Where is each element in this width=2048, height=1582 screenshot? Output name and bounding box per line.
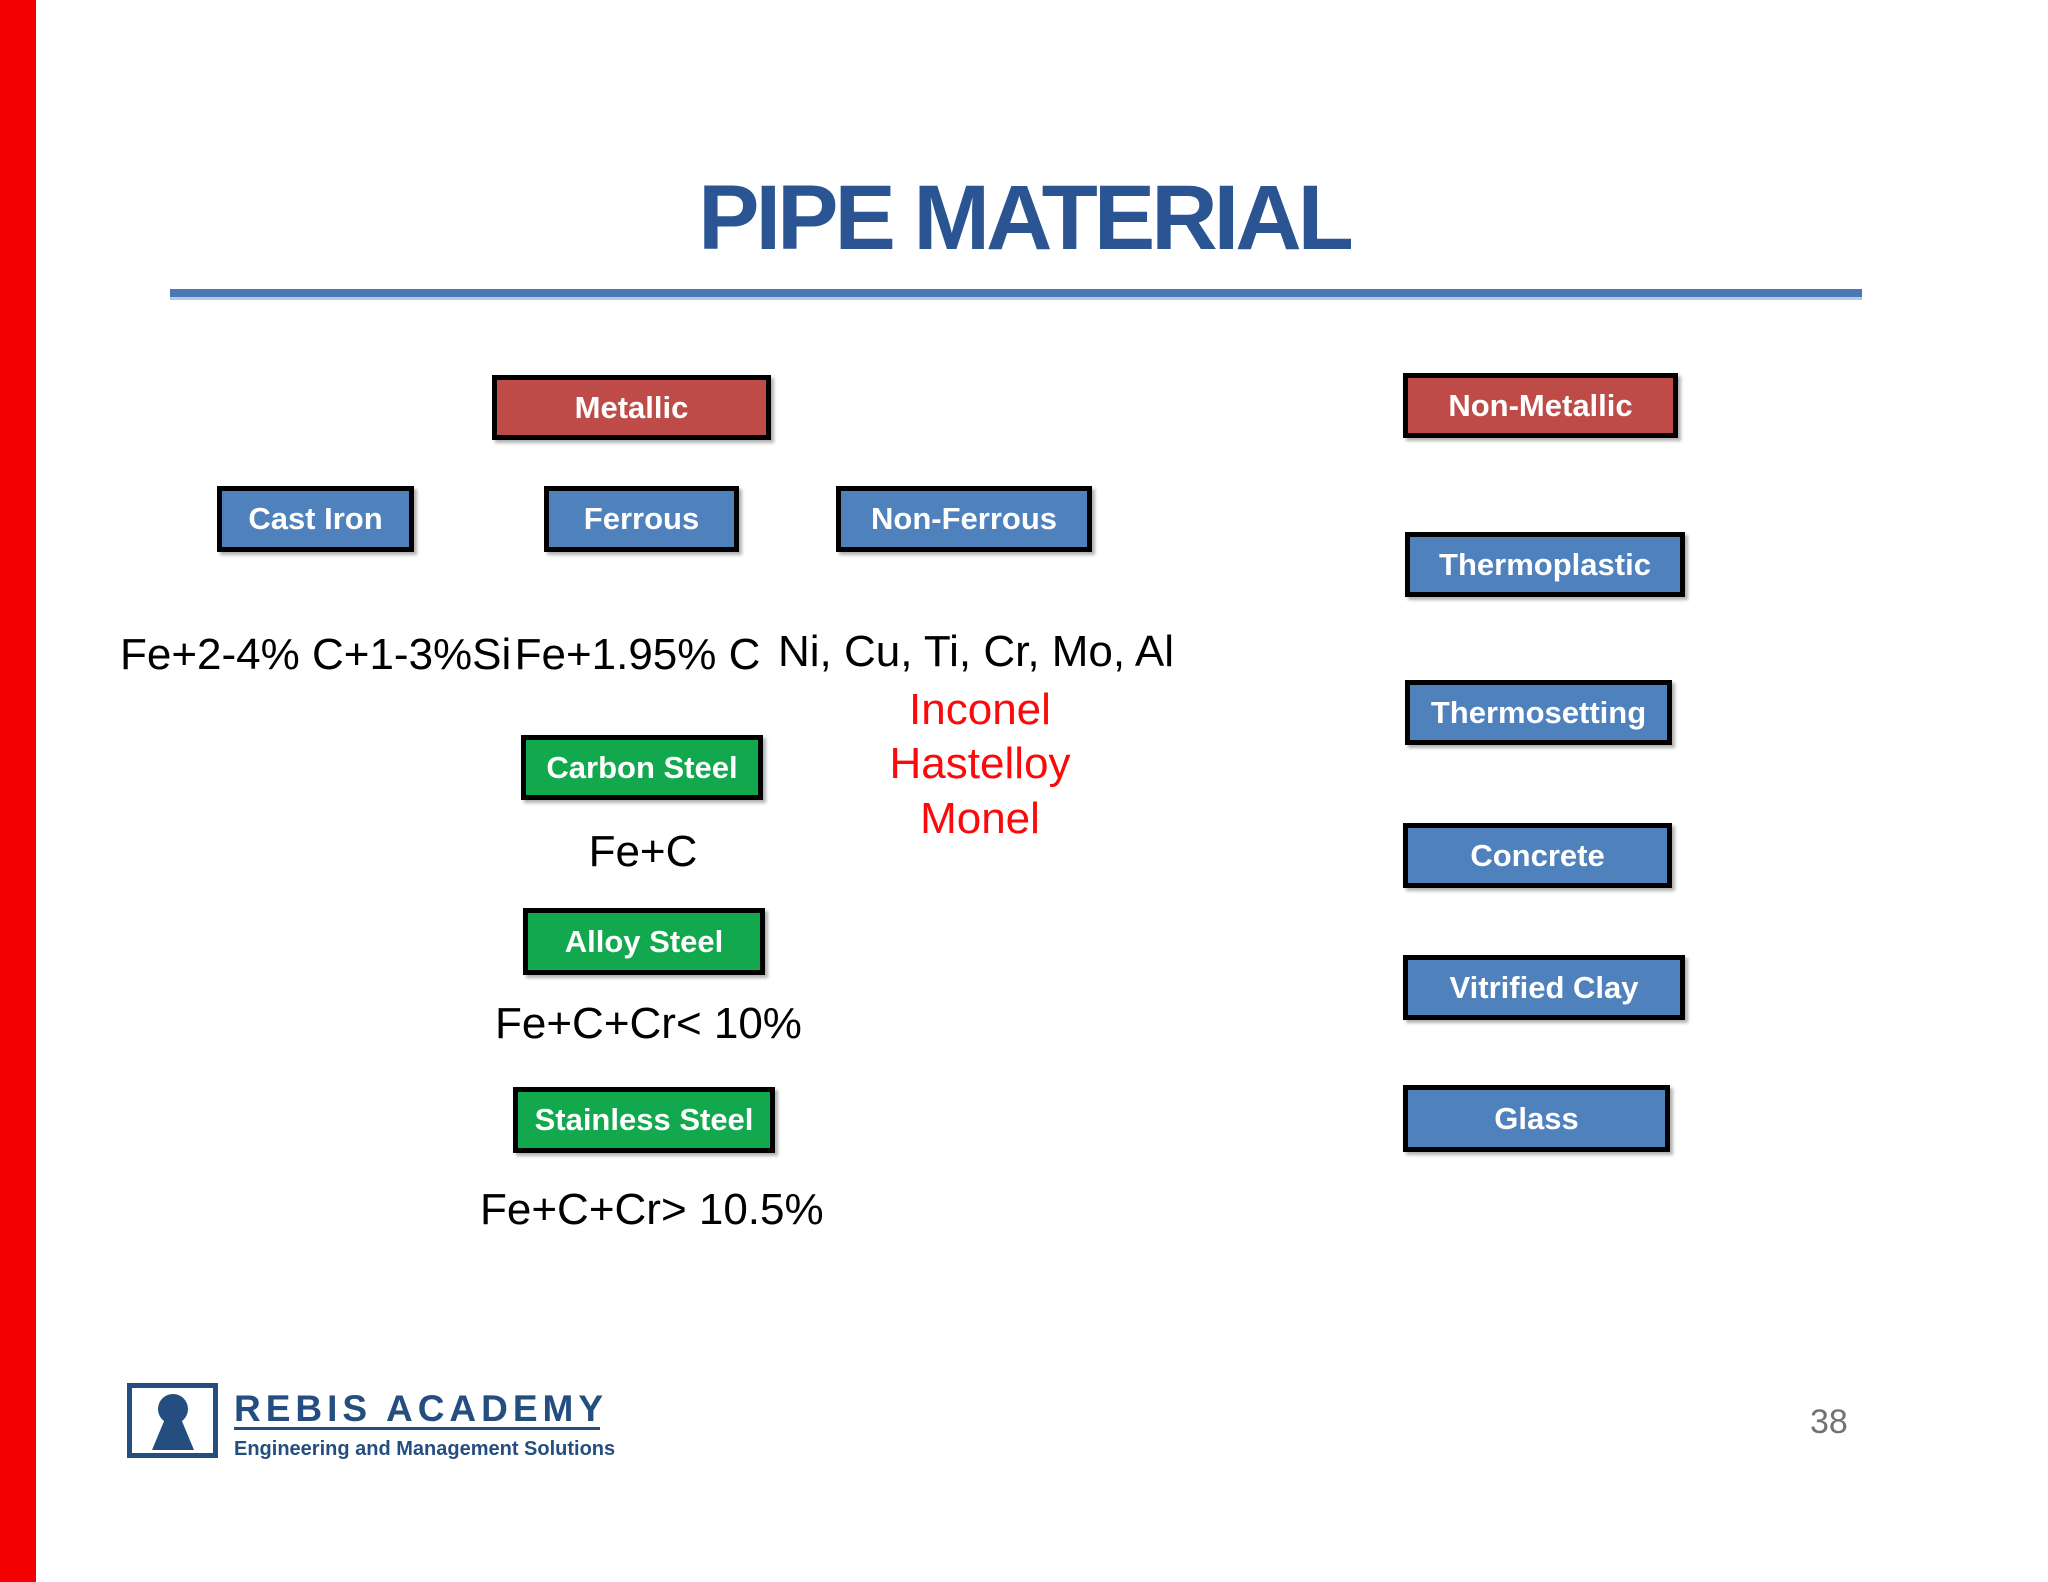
box-metallic: Metallic: [492, 375, 771, 440]
brand-name: REBIS ACADEMY: [234, 1388, 609, 1429]
alloy-steel-formula: Fe+C+Cr< 10%: [495, 999, 802, 1048]
carbon-steel-formula: Fe+C: [588, 827, 698, 876]
box-thermoplastic: Thermoplastic: [1405, 532, 1685, 597]
box-carbon-steel: Carbon Steel: [521, 735, 763, 800]
alloy-name-inconel: Inconel: [909, 685, 1051, 734]
brand-underline: [234, 1427, 600, 1430]
box-alloy-steel: Alloy Steel: [523, 908, 765, 975]
alloy-name-monel: Monel: [920, 794, 1040, 843]
box-thermosetting: Thermosetting: [1405, 680, 1672, 745]
alloy-name-hastelloy: Hastelloy: [889, 739, 1071, 788]
title-underline: [170, 289, 1862, 300]
box-concrete: Concrete: [1403, 823, 1672, 888]
slide-accent-bar: [0, 0, 36, 1582]
stainless-steel-formula: Fe+C+Cr> 10.5%: [480, 1185, 824, 1234]
box-ferrous: Ferrous: [544, 486, 739, 552]
page-number: 38: [1810, 1403, 1848, 1441]
brand-tagline: Engineering and Management Solutions: [234, 1438, 616, 1460]
box-vitrified-clay: Vitrified Clay: [1403, 955, 1685, 1020]
box-stainless-steel: Stainless Steel: [513, 1087, 775, 1153]
non-ferrous-elements: Ni, Cu, Ti, Cr, Mo, Al: [777, 627, 1175, 676]
ferrous-formula: Fe+1.95% C: [514, 630, 761, 679]
box-non-ferrous: Non-Ferrous: [836, 486, 1092, 552]
cast-iron-formula: Fe+2-4% C+1-3%Si: [120, 630, 512, 679]
box-cast-iron: Cast Iron: [217, 486, 414, 552]
box-non-metallic: Non-Metallic: [1403, 373, 1678, 438]
rebis-logo: [127, 1383, 218, 1458]
box-glass: Glass: [1403, 1085, 1670, 1152]
page-title: PIPE MATERIAL: [698, 167, 1354, 269]
keyhole-icon-body: [151, 1414, 194, 1450]
